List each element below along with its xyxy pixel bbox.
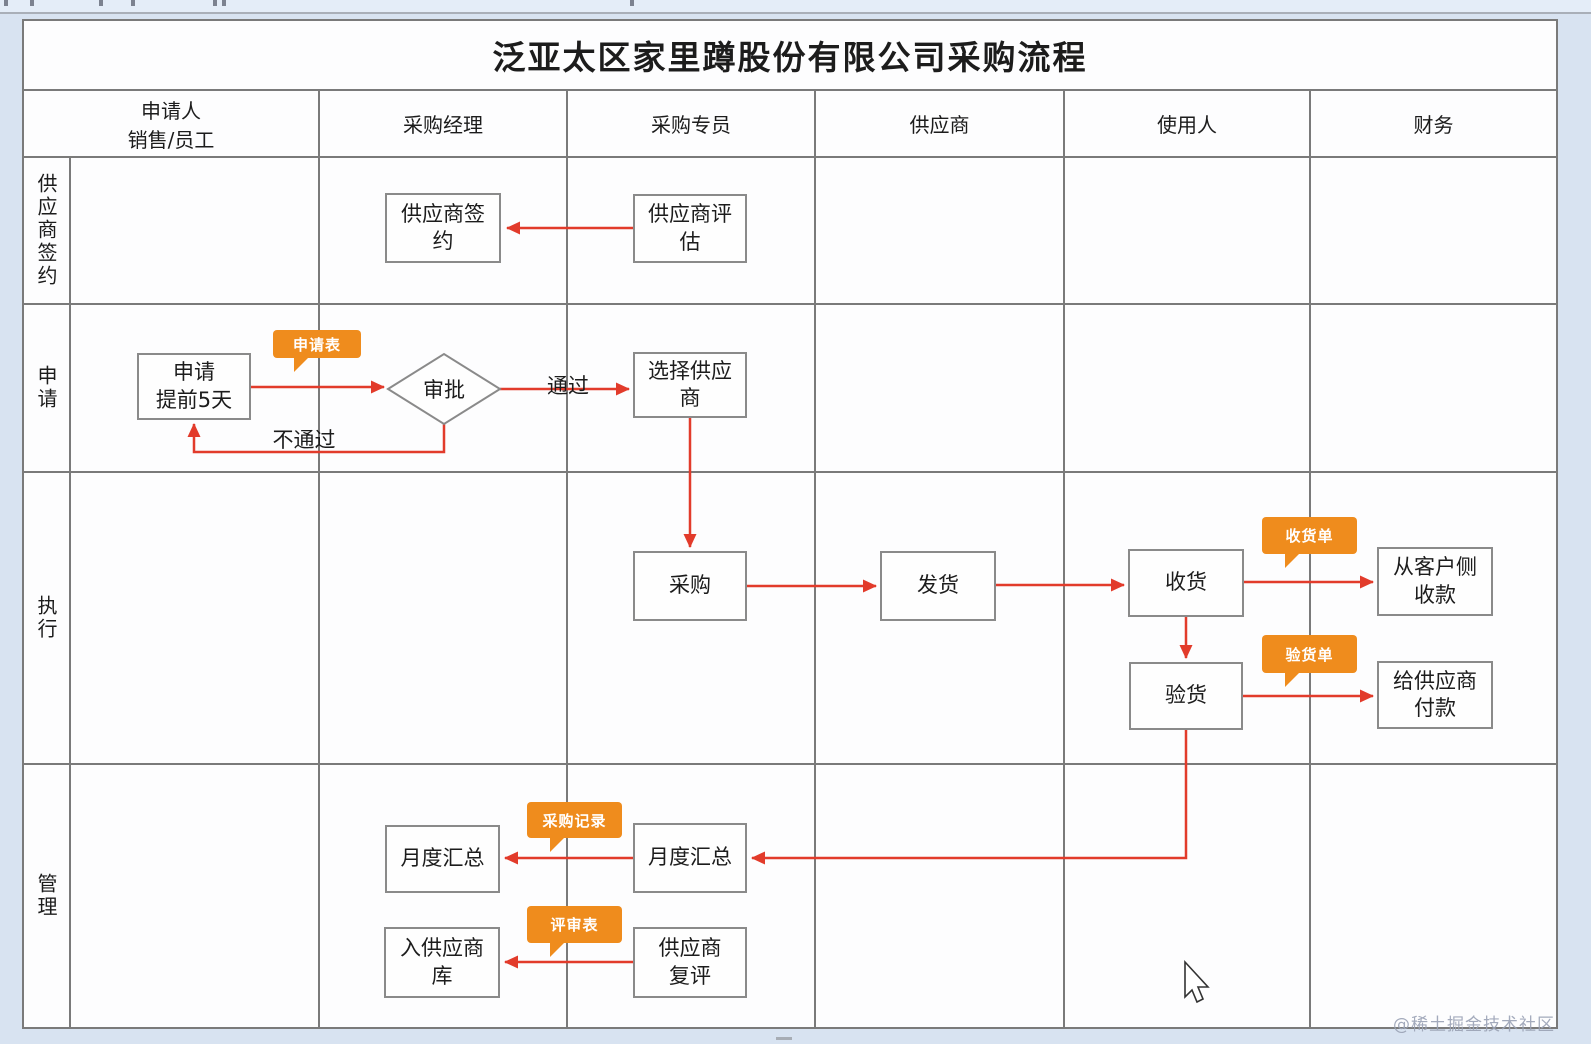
mouse-cursor	[1184, 959, 1210, 1004]
node-purchase[interactable]: 采购	[633, 551, 747, 621]
callout-application-form[interactable]: 申请表	[273, 330, 361, 372]
node-collect-from-customer[interactable]: 从客户侧 收款	[1377, 547, 1493, 616]
column-header-applicant: 申请人 销售/员工	[127, 98, 215, 152]
node-supplier-review[interactable]: 供应商 复评	[633, 927, 747, 998]
lane-label-application: 申请	[34, 365, 58, 411]
bottom-mark	[776, 1037, 792, 1040]
approve-diamond[interactable]	[386, 352, 502, 426]
column-header-user: 使用人	[1157, 113, 1217, 137]
toolbar-mark	[222, 0, 226, 6]
toolbar-mark	[30, 0, 34, 6]
diagram-title: 泛亚太区家里蹲股份有限公司采购流程	[492, 38, 1088, 77]
toolbar-mark	[99, 0, 103, 6]
column-header-purchase-specialist: 采购专员	[651, 113, 731, 137]
node-approve-label[interactable]: 审批	[423, 378, 465, 402]
callout-receipt-note[interactable]: 收货单	[1262, 517, 1357, 568]
node-into-supplier-db[interactable]: 入供应商 库	[384, 927, 500, 998]
column-header-purchase-manager: 采购经理	[403, 113, 483, 137]
lane-label-management: 管理	[34, 873, 58, 919]
column-header-finance: 财务	[1413, 113, 1454, 137]
toolbar-mark	[4, 0, 8, 6]
callout-review-form[interactable]: 评审表	[527, 906, 622, 957]
edge-label-pass: 通过	[547, 374, 589, 398]
node-apply[interactable]: 申请 提前5天	[137, 353, 251, 420]
callout-purchase-record[interactable]: 采购记录	[527, 802, 622, 852]
node-supplier-sign[interactable]: 供应商签 约	[385, 193, 501, 263]
node-supplier-eval[interactable]: 供应商评 估	[633, 194, 747, 263]
node-pay-supplier[interactable]: 给供应商 付款	[1377, 661, 1493, 729]
watermark: @稀土掘金技术社区	[1393, 1015, 1555, 1035]
node-select-supplier[interactable]: 选择供应 商	[633, 352, 747, 418]
lane-label-execution: 执行	[34, 595, 58, 641]
edge-inspect-to-monthly	[751, 730, 1188, 865]
callout-inspection-note[interactable]: 验货单	[1262, 635, 1357, 687]
node-receive[interactable]: 收货	[1128, 549, 1244, 617]
toolbar-mark	[213, 0, 217, 6]
lane-label-supplier-signing: 供应商签约	[34, 173, 58, 288]
edge-label-fail: 不通过	[272, 428, 336, 452]
toolbar-mark	[630, 0, 634, 6]
toolbar-mark	[131, 0, 135, 6]
node-inspect[interactable]: 验货	[1129, 662, 1243, 730]
edge-approve-fail-to-apply	[187, 423, 446, 454]
node-monthly-summary-spec[interactable]: 月度汇总	[633, 823, 747, 893]
column-header-supplier: 供应商	[909, 113, 970, 137]
node-ship[interactable]: 发货	[880, 551, 996, 621]
toolbar-strip	[0, 0, 1591, 14]
node-monthly-summary-mgr[interactable]: 月度汇总	[385, 825, 500, 893]
